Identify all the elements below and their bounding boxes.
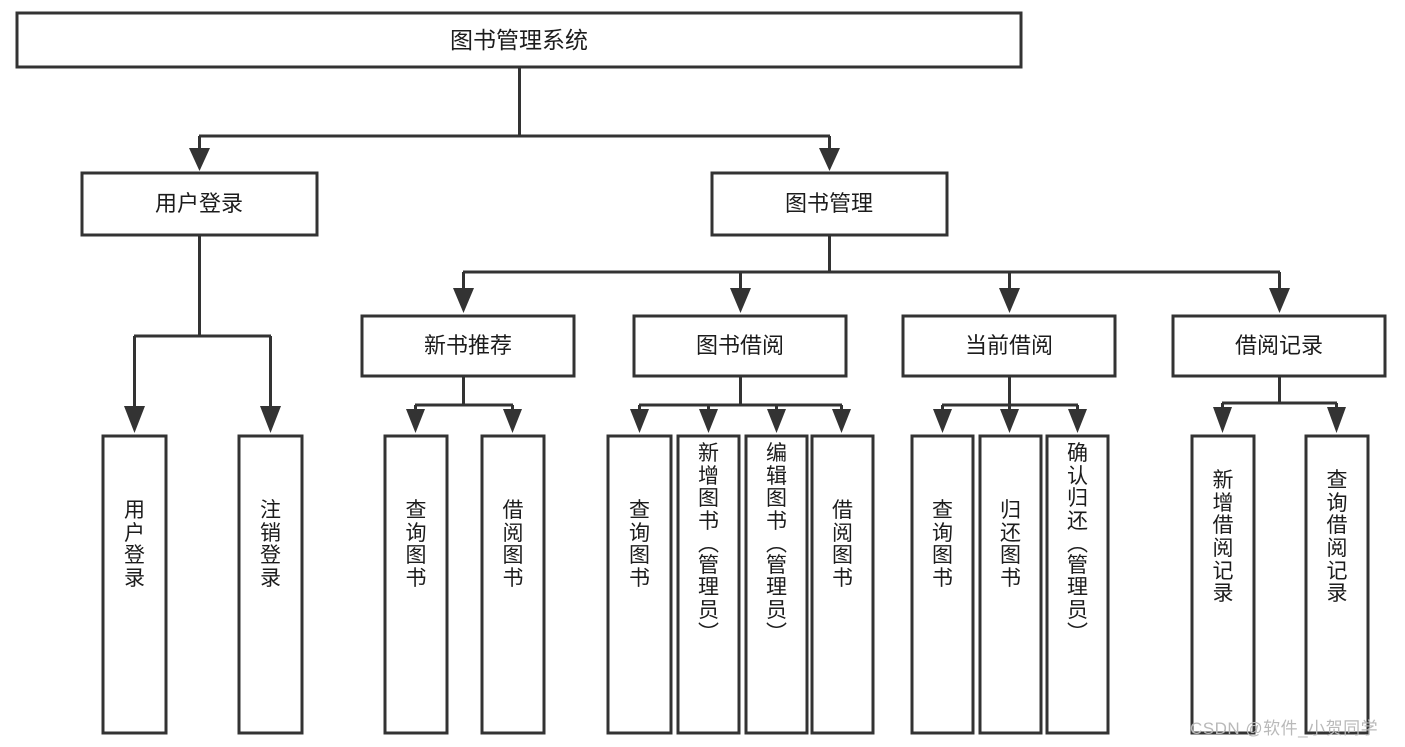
watermark: CSDN @软件_小贺同学 xyxy=(1190,719,1379,738)
connector-group-borrow-record xyxy=(1213,376,1346,433)
arrow-head-leaf-add-record xyxy=(1213,407,1232,433)
arrow-head-new-book-recommend xyxy=(453,288,474,313)
arrow-head-book-management xyxy=(819,148,840,171)
node-root-label: 图书管理系统 xyxy=(450,27,588,53)
arrow-head-leaf-user-login xyxy=(124,406,145,433)
arrow-head-leaf-borrow-book-1 xyxy=(503,409,522,433)
leaf-box-borrow-book-1[interactable] xyxy=(480,434,546,735)
node-borrow-record[interactable]: 借阅记录 xyxy=(1171,314,1387,378)
leaf-box-add-record[interactable] xyxy=(1190,434,1256,735)
arrow-head-leaf-query-record xyxy=(1327,407,1346,433)
leaf-box-query-book-2[interactable] xyxy=(606,434,673,735)
node-current-borrow[interactable]: 当前借阅 xyxy=(901,314,1117,378)
node-book-borrow-box[interactable] xyxy=(632,314,848,378)
node-user-login[interactable]: 用户登录 xyxy=(80,171,319,237)
arrow-head-book-borrow xyxy=(730,288,751,313)
node-user-login-box[interactable] xyxy=(80,171,319,237)
connector-group-new-book-recommend xyxy=(406,376,522,433)
leaf-box-borrow-book-2[interactable] xyxy=(810,434,875,735)
arrow-head-current-borrow xyxy=(999,288,1020,313)
node-borrow-record-label: 借阅记录 xyxy=(1235,333,1323,358)
node-new-book-recommend-label: 新书推荐 xyxy=(424,333,512,358)
leaf-box-query-book-3[interactable] xyxy=(910,434,975,735)
leaf-box-add-book[interactable] xyxy=(676,434,741,735)
node-book-borrow-label: 图书借阅 xyxy=(696,333,784,358)
node-book-borrow[interactable]: 图书借阅 xyxy=(632,314,848,378)
connector-group-book-management xyxy=(453,235,1290,313)
node-book-management[interactable]: 图书管理 xyxy=(710,171,949,237)
arrow-head-borrow-record xyxy=(1269,288,1290,313)
arrow-head-leaf-confirm-return xyxy=(1068,409,1087,433)
leaf-box-edit-book[interactable] xyxy=(744,434,809,735)
connector-group-book-borrow xyxy=(630,376,851,433)
leaf-box-confirm-return[interactable] xyxy=(1045,434,1110,735)
arrow-head-leaf-user-logout xyxy=(260,406,281,433)
leaf-box-query-book-1[interactable] xyxy=(383,434,449,735)
arrow-head-leaf-edit-book xyxy=(767,409,786,433)
node-current-borrow-label: 当前借阅 xyxy=(965,333,1053,358)
node-borrow-record-box[interactable] xyxy=(1171,314,1387,378)
arrow-head-leaf-query-book-3 xyxy=(933,409,952,433)
connector-group-user-login xyxy=(124,235,281,433)
node-book-management-label: 图书管理 xyxy=(785,191,873,216)
arrow-head-leaf-query-book-2 xyxy=(630,409,649,433)
leaf-box-user-login[interactable] xyxy=(101,434,168,735)
connector-group-root xyxy=(189,67,840,171)
node-current-borrow-box[interactable] xyxy=(901,314,1117,378)
node-user-login-label: 用户登录 xyxy=(155,191,243,216)
leaf-box-query-record[interactable] xyxy=(1304,434,1370,735)
arrow-head-leaf-add-book xyxy=(699,409,718,433)
arrow-head-leaf-borrow-book-2 xyxy=(832,409,851,433)
node-new-book-recommend-box[interactable] xyxy=(360,314,576,378)
leaf-box-return-book[interactable] xyxy=(978,434,1043,735)
node-root[interactable]: 图书管理系统 xyxy=(15,11,1023,69)
node-book-management-box[interactable] xyxy=(710,171,949,237)
arrow-head-leaf-query-book-1 xyxy=(406,409,425,433)
node-root-box[interactable] xyxy=(15,11,1023,69)
connector-group-current-borrow xyxy=(933,376,1087,433)
arrow-head-user-login xyxy=(189,148,210,171)
arrow-head-leaf-return-book xyxy=(1000,409,1019,433)
leaf-box-user-logout[interactable] xyxy=(237,434,304,735)
node-new-book-recommend[interactable]: 新书推荐 xyxy=(360,314,576,378)
